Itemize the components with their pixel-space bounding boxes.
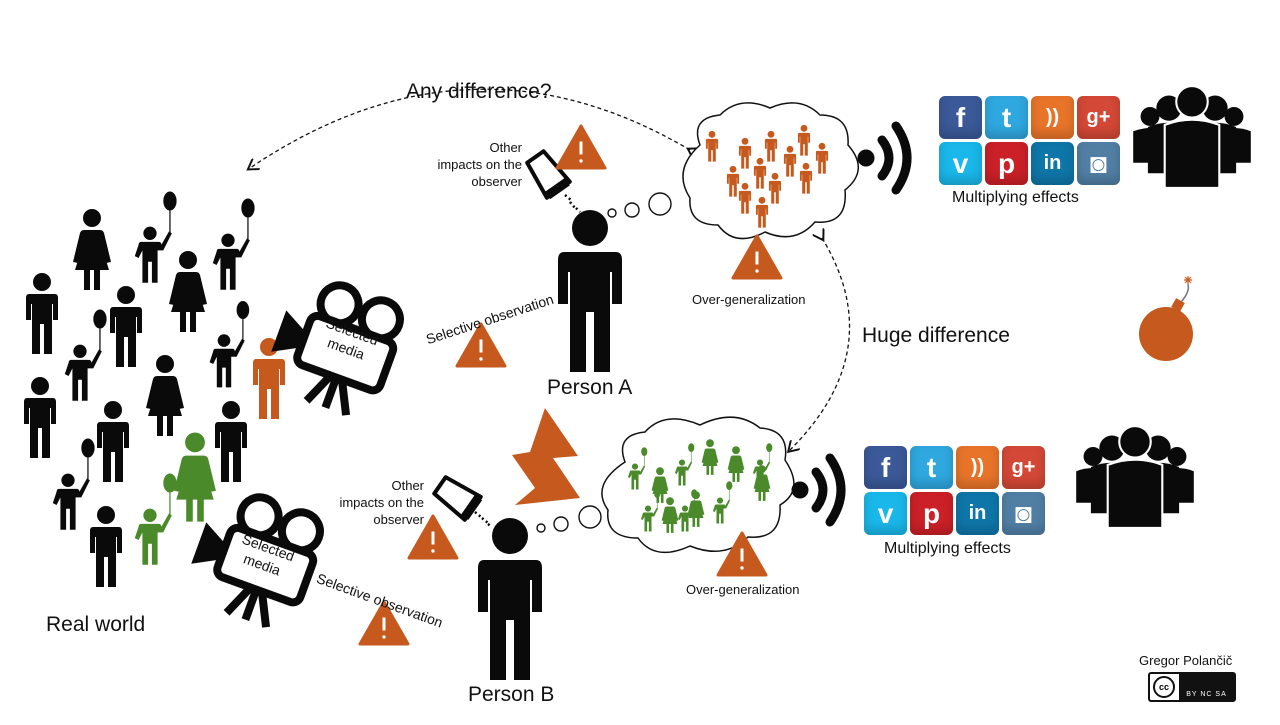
twitter-icon: t: [985, 96, 1028, 139]
broadcast-b-icon: [792, 458, 841, 522]
real-world-person: [24, 377, 56, 458]
person-a-icon: [558, 210, 622, 372]
multiplying-effects-a-label: Multiplying effects: [952, 189, 1079, 206]
cc-icon: cc: [1153, 676, 1175, 698]
rss-icon: )): [956, 446, 999, 489]
real-world-person: [73, 209, 111, 290]
salt-shaker-b-icon: [429, 471, 486, 524]
instagram-icon: ◙: [1002, 492, 1045, 535]
person-b-label: Person B: [468, 683, 555, 706]
lightning-icon: [512, 408, 580, 505]
real-world-person: [110, 286, 142, 367]
warning-icon: [731, 234, 783, 280]
real-world-person: [134, 191, 177, 283]
over-generalization-a-label: Over-generalization: [692, 292, 806, 307]
vimeo-icon: v: [864, 492, 907, 535]
bomb-icon: [1139, 276, 1193, 361]
audience-a-icon: [1132, 85, 1252, 189]
pinterest-icon: p: [985, 142, 1028, 185]
over-generalization-b-label: Over-generalization: [686, 582, 800, 597]
any-difference-arrow: [250, 88, 690, 168]
warning-icon: [555, 124, 607, 170]
instagram-icon: ◙: [1077, 142, 1120, 185]
facebook-icon: f: [864, 446, 907, 489]
rss-icon: )): [1031, 96, 1074, 139]
real-world-person: [97, 401, 129, 482]
huge-difference-arrow: [790, 238, 851, 450]
vimeo-icon: v: [939, 142, 982, 185]
any-difference-label: Any difference?: [406, 80, 552, 103]
real-world-person: [134, 473, 177, 565]
linkedin-icon: in: [1031, 142, 1074, 185]
real-world-person: [90, 506, 122, 587]
real-world-person: [209, 301, 250, 388]
google-plus-icon: g+: [1002, 446, 1045, 489]
facebook-icon: f: [939, 96, 982, 139]
cc-license-badge: cc BY NC SA: [1148, 672, 1236, 702]
license-terms-label: BY NC SA: [1186, 691, 1227, 698]
real-world-person: [26, 273, 58, 354]
real-world-person: [52, 438, 95, 530]
twitter-icon: t: [910, 446, 953, 489]
real-world-label: Real world: [46, 613, 146, 636]
real-world-person: [212, 198, 255, 290]
huge-difference-label: Huge difference: [862, 324, 1010, 347]
person-b-icon: [478, 518, 542, 680]
real-world-person: [146, 355, 184, 436]
cloud-a: [682, 102, 859, 240]
pinterest-icon: p: [910, 492, 953, 535]
linkedin-icon: in: [956, 492, 999, 535]
real-world-person: [169, 251, 207, 332]
cc-terms-icons: BY NC SA: [1179, 674, 1234, 700]
multiplying-effects-b-label: Multiplying effects: [884, 540, 1011, 557]
author-label: Gregor Polančič: [1139, 653, 1233, 668]
real-world-person: [64, 309, 107, 401]
google-plus-icon: g+: [1077, 96, 1120, 139]
real-world-person: [215, 401, 247, 482]
real-world-person: [174, 432, 216, 522]
broadcast-a-icon: [858, 126, 907, 190]
person-a-label: Person A: [547, 376, 633, 399]
audience-b-icon: [1075, 424, 1195, 529]
